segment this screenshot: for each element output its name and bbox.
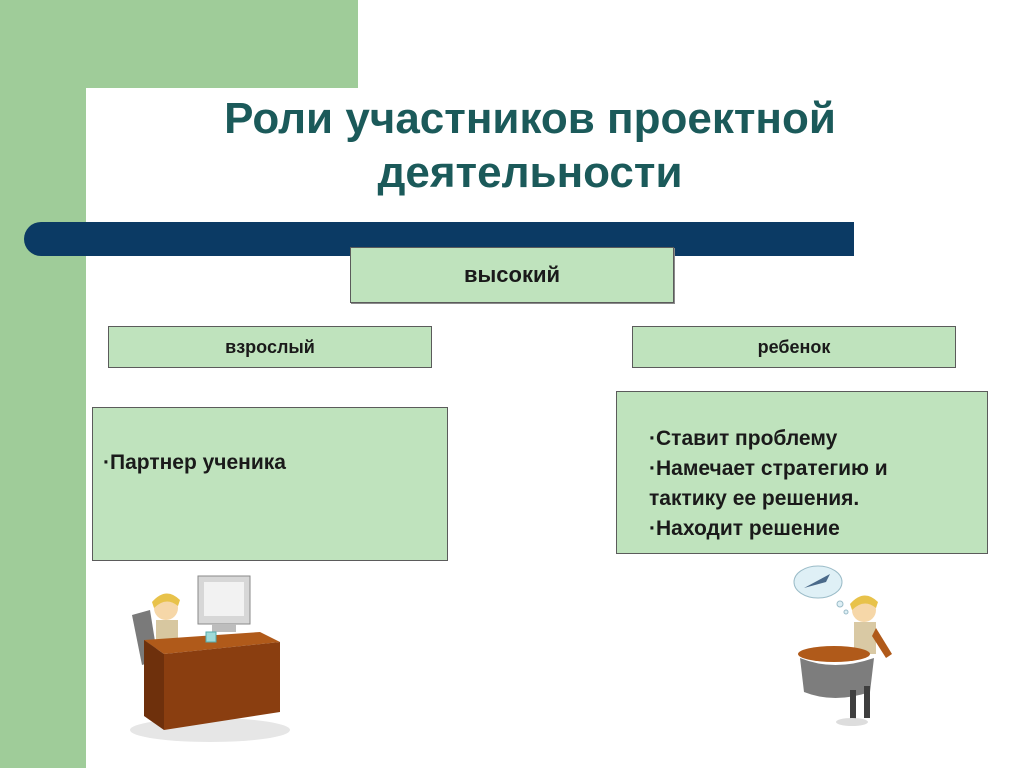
rounded-corner [86, 88, 166, 168]
adult-label: взрослый [225, 336, 315, 357]
child-role-item: тактику ее решения. [649, 487, 860, 510]
child-role-item: ·Находит решение [649, 517, 840, 540]
title-line-2: деятельности [377, 148, 683, 197]
level-box: высокий [350, 247, 674, 303]
child-role-item: ·Намечает стратегию и [649, 457, 888, 480]
left-green-strip [0, 0, 86, 768]
title-line-1: Роли участников проектной [224, 94, 836, 143]
child-role-item: ·Ставит проблему [649, 427, 838, 450]
child-roles-panel: ·Ставит проблему ·Намечает стратегию и т… [616, 391, 988, 554]
top-green-block [86, 0, 358, 88]
adult-label-box: взрослый [108, 326, 432, 368]
adult-role-item: ·Партнер ученика [103, 451, 286, 474]
child-label: ребенок [757, 336, 831, 357]
level-label: высокий [463, 262, 561, 287]
adult-roles-panel: ·Партнер ученика [92, 407, 448, 561]
thinking-student-illustration [793, 565, 892, 726]
slide-title: Роли участников проектной деятельности [120, 92, 940, 200]
child-label-box: ребенок [632, 326, 956, 368]
desk-computer-illustration [130, 575, 290, 742]
